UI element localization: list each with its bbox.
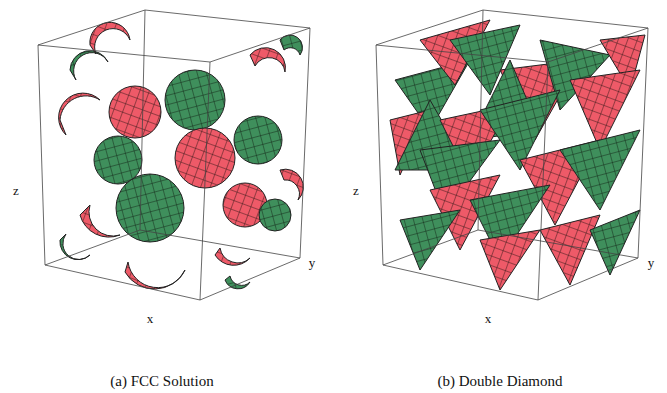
plot-shape (376, 10, 648, 62)
axis-label: y (309, 256, 316, 269)
plot-shape (590, 210, 640, 275)
axis-label: y (648, 256, 655, 269)
axis-label: z (13, 184, 19, 197)
plot-shape (280, 169, 303, 200)
plot-shape (38, 10, 310, 300)
subfigure-caption: (a) FCC Solution (110, 374, 213, 389)
plot-shape (70, 51, 108, 80)
axis-label: x (485, 312, 492, 325)
axis-label: z (353, 184, 359, 197)
plot-shape (59, 93, 100, 135)
plot-shape (225, 276, 250, 289)
plot-shape (80, 205, 120, 237)
plot-shape (234, 116, 282, 164)
plot-shape (38, 10, 310, 62)
diamond-surfaces (390, 20, 645, 290)
axis-label: x (147, 312, 154, 325)
plot-shape (109, 86, 161, 138)
plot-shape (94, 136, 142, 184)
plot-shape (215, 248, 250, 265)
subfigure-caption: (b) Double Diamond (438, 374, 563, 389)
plot-shape (165, 70, 225, 130)
plot-shape (376, 10, 648, 300)
plot-shape (45, 230, 300, 300)
plot-shape (280, 35, 303, 55)
plot-shape (90, 22, 130, 54)
diamond-box (376, 10, 648, 300)
fcc-box (38, 10, 310, 300)
plot-shape (60, 234, 90, 260)
plot-shape (250, 48, 285, 72)
plot-shape (259, 199, 291, 231)
plot-shape (560, 130, 640, 210)
plot-shape (383, 230, 638, 300)
fcc-surfaces (59, 22, 304, 289)
